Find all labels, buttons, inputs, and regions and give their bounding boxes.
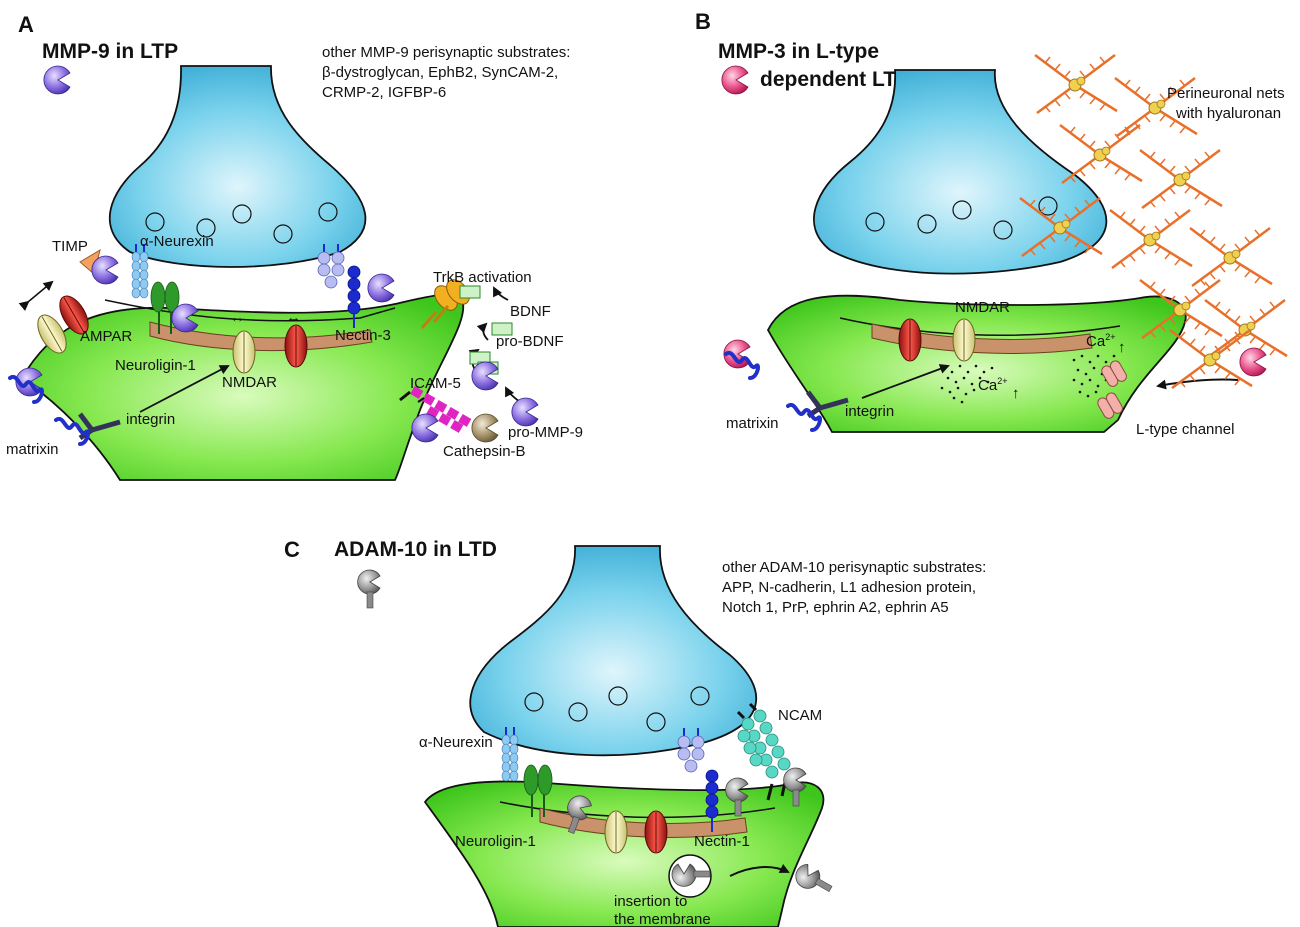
mmp9-legend-icon — [43, 65, 71, 95]
calcium-dots-ltype — [1072, 354, 1116, 398]
ca-up-arrow-nmdar: ↑ — [1012, 385, 1020, 402]
integrin-arrow-a — [139, 365, 230, 413]
panel-c-title: ADAM-10 in LTD — [334, 538, 497, 561]
panel-c: C ADAM-10 in LTD other ADAM-10 perisynap… — [284, 537, 986, 927]
mmp9-nectin-icon — [367, 273, 395, 303]
ca-label-nmdar: Ca2+ — [978, 376, 1007, 394]
neuroligin-label-c: Neuroligin-1 — [455, 833, 536, 850]
calcium-dots-nmdar — [940, 364, 994, 404]
probdnf-to-bdnf-arrow — [476, 322, 489, 341]
adam10-legend-icon — [357, 569, 381, 609]
panel-a-substrates-line2: CRMP-2, IGFBP-6 — [322, 84, 446, 101]
panel-a: A MMP-9 in LTP other MMP-9 perisynaptic … — [6, 12, 583, 481]
ncam-label: NCAM — [778, 707, 822, 724]
matrixin-label-a: matrixin — [6, 441, 59, 458]
adam10-inserted-icon — [791, 860, 836, 901]
cathepsin-b-icon — [471, 413, 499, 443]
lateral-diffusion-arrow — [18, 280, 54, 311]
nmdar-b — [952, 318, 976, 362]
ampar-b — [898, 318, 922, 362]
psd-b — [871, 323, 1093, 354]
pnn-label-line2: with hyaluronan — [1175, 105, 1281, 122]
bdnf-label: BDNF — [510, 303, 551, 320]
panel-b-letter: B — [695, 9, 711, 34]
mmp3-legend-icon — [721, 65, 749, 95]
mmp9-icam-icon — [411, 413, 439, 443]
trkb-label: TrkB activation — [433, 269, 532, 286]
insertion-arrow — [729, 863, 790, 877]
ampar-synaptic-a — [284, 324, 308, 368]
ca-label-ltype: Ca2+ — [1086, 332, 1115, 350]
neuroligin-label-a: Neuroligin-1 — [115, 357, 196, 374]
nectin-label-c: Nectin-1 — [694, 833, 750, 850]
ca-up-arrow-ltype: ↑ — [1118, 339, 1126, 356]
presynaptic-terminal-c — [469, 545, 757, 757]
ampar-c — [644, 810, 668, 854]
mmp9-active-icon — [471, 361, 499, 391]
panel-a-substrates-line1: β-dystroglycan, EphB2, SynCAM-2, — [322, 64, 558, 81]
ltype-label: L-type channel — [1136, 421, 1234, 438]
icam-label: ICAM-5 — [410, 375, 461, 392]
mmp3-active-icon — [1239, 347, 1267, 377]
pro-mmp9-label: pro-MMP-9 — [508, 424, 583, 441]
ampar-diffusion-arrow: ↔ — [286, 309, 301, 326]
panel-c-substrates-line2: Notch 1, PrP, ephrin A2, ephrin A5 — [722, 599, 949, 616]
nmdar-diffusion-arrow: ↔ — [230, 309, 245, 326]
panel-c-substrates-heading: other ADAM-10 perisynaptic substrates: — [722, 559, 986, 576]
neurexin-label-c: α-Neurexin — [419, 734, 493, 751]
mmp3-to-ltype-arrow — [1156, 378, 1239, 390]
integrin-label-a: integrin — [126, 411, 175, 428]
panel-c-substrates-line1: APP, N-cadherin, L1 adhesion protein, — [722, 579, 976, 596]
bdnf-to-trkb-arrow — [493, 286, 509, 301]
integrin-arrow-b — [861, 364, 950, 399]
nmdar-c — [604, 810, 628, 854]
panel-a-letter: A — [18, 12, 34, 37]
pro-mmp9-icon — [511, 397, 539, 427]
panel-c-letter: C — [284, 537, 300, 562]
mmp9-timp-icon — [91, 255, 119, 285]
neurexin-label-a: α-Neurexin — [140, 233, 214, 250]
pro-bdnf-label: pro-BDNF — [496, 333, 564, 350]
nmdar-label-a: NMDAR — [222, 374, 277, 391]
nmdar-label-b: NMDAR — [955, 299, 1010, 316]
ampar-label: AMPAR — [80, 328, 132, 345]
cathepsin-label: Cathepsin-B — [443, 443, 526, 460]
icam5 — [399, 386, 472, 433]
psd-c — [539, 807, 748, 838]
pnn-label-line1: Perineuronal nets — [1167, 85, 1285, 102]
psd-a — [149, 321, 373, 352]
matrixin-label-b: matrixin — [726, 415, 779, 432]
insertion-label-line1: insertion to — [614, 893, 687, 910]
panel-a-substrates-heading: other MMP-9 perisynaptic substrates: — [322, 44, 570, 61]
panel-a-title: MMP-9 in LTP — [42, 40, 178, 63]
presynaptic-terminal-a — [108, 65, 367, 268]
panel-b-title-line1: MMP-3 in L-type — [718, 40, 879, 63]
nmdar-a — [232, 330, 256, 374]
presynaptic-terminal-b — [813, 69, 1108, 275]
panel-b-title-line2: dependent LTP — [760, 68, 910, 91]
bdnf-bound-icon — [459, 285, 481, 299]
nectin-label-a: Nectin-3 — [335, 327, 391, 344]
promm9-activation-arrow — [505, 386, 521, 403]
timp-label: TIMP — [52, 238, 88, 255]
postsynaptic-spine-b — [766, 294, 1187, 433]
panel-b: B MMP-3 in L-type dependent LTP NMDAR — [695, 9, 1289, 438]
ncam — [736, 702, 791, 801]
integrin-label-b: integrin — [845, 403, 894, 420]
insertion-label-line2: the membrane — [614, 911, 711, 927]
